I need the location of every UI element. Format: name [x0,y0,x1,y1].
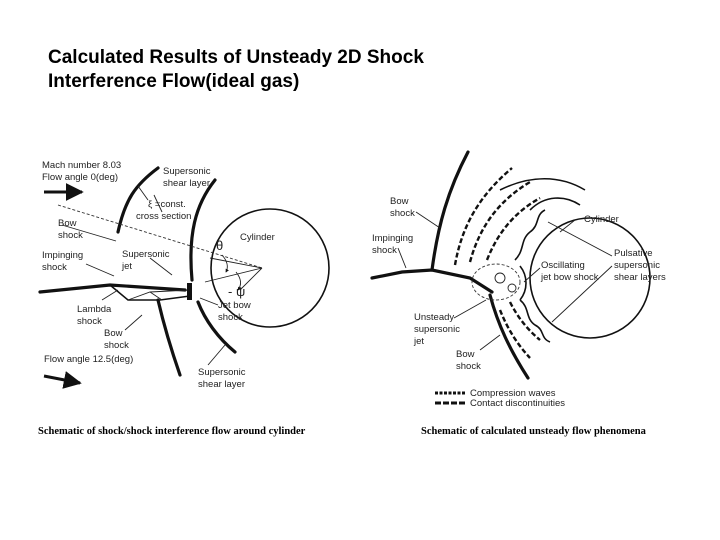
left-jetbow-leader [199,297,219,306]
left-shearbot-leader [207,344,226,366]
left-cylinder-label: Cylinder [240,232,275,243]
left-theta-arc [221,254,229,273]
left-shear-layer-bottom [196,300,237,354]
left-lambda-1: Lambda [77,304,112,315]
right-legend-contact: Contact discontinuities [470,398,565,409]
right-top-arc-2 [529,197,581,211]
right-cylinder [529,217,651,339]
right-pulsative-1: Pulsative [614,248,653,259]
right-bow-top-1: Bow [390,196,409,207]
right-unsteady-3: jet [413,336,424,347]
right-imp-1: Impinging [372,233,413,244]
left-bowbot-leader [124,314,143,331]
right-bow-bot-1: Bow [456,349,475,360]
right-compression-wave-5 [508,301,541,341]
right-impinging-shock [370,268,494,294]
left-shear-leader [137,185,149,201]
left-xi-leader [153,194,163,213]
slide-title: Calculated Results of Unsteady 2D Shock … [48,46,688,94]
right-jet-bow [519,265,527,301]
left-shear-layer-top [189,178,217,282]
right-vortex-1 [494,272,506,284]
right-caption: Schematic of calculated unsteady flow ph… [421,426,647,437]
right-compression-wave-2 [468,180,531,263]
right-jet-region [471,263,521,301]
right-compression-wave-1 [453,167,513,266]
left-flowangle0-label: Flow angle 0(deg) [42,172,118,183]
left-bow-leader [61,224,117,242]
right-bowbot-leader [479,334,501,351]
left-bow-bot-1: Bow [104,328,123,339]
left-psi-arc [235,271,242,291]
left-shock-diagram: Mach number 8.03 Flow angle 0(deg) Super… [38,160,330,390]
right-top-arc [499,177,586,191]
left-sshear-top-1: Supersonic [163,166,211,177]
left-sshear-top-2: shear layer [163,178,210,189]
right-osc-2: jet bow shock [540,272,599,283]
right-shear-wiggle-top [514,209,546,261]
left-imp-2: shock [42,262,67,273]
left-cylinder [210,208,330,328]
left-jetbow-2: shock [218,312,243,323]
right-unsteady-2: supersonic [414,324,460,335]
left-theta-label: θ [216,238,223,253]
left-bow-bot-2: shock [104,340,129,351]
left-imp-1: Impinging [42,250,83,261]
left-bow-top-2: shock [58,230,83,241]
left-lambda-leg [109,284,191,301]
left-flow-arrow-bottom [43,371,82,389]
left-lambda-2: shock [77,316,102,327]
left-lambda-leader [101,289,119,301]
right-vortex-2 [507,283,517,293]
left-xi-1: ξ =const. [148,199,186,210]
left-jet-bow [187,283,192,300]
right-shear-wiggle-bottom [519,299,551,343]
right-bow-bot-2: shock [456,361,481,372]
title-line-1: Calculated Results of Unsteady 2D Shock [48,47,424,68]
title-line-2: Interference Flow(ideal gas) [48,71,300,92]
left-imp-leader [85,263,115,277]
right-legend-compression: Compression waves [470,388,556,399]
right-osc-leader [523,267,541,283]
right-flow-diagram: Bow shock Cylinder Impinging shock Pulsa… [370,150,666,409]
right-compression-wave-3 [485,196,541,261]
left-jet-2: jet [121,261,132,272]
left-jetbow-1: Jet bow [218,300,251,311]
right-imp-leader [397,247,407,269]
left-jet-1: Supersonic [122,249,170,260]
left-xi-line [57,204,263,269]
left-sshear-bot-1: Supersonic [198,367,246,378]
right-imp-2: shock [372,245,397,256]
right-cylinder-label: Cylinder [584,214,619,225]
left-caption: Schematic of shock/shock interference fl… [38,426,306,437]
right-bow-top-2: shock [390,208,415,219]
left-psi-label: - ψ [228,284,245,299]
right-bow-shock-bottom [488,293,530,380]
right-bow-shock-top [430,150,470,272]
left-xi-2: cross section [136,211,191,222]
right-osc-1: Oscillating [541,260,585,271]
left-jet-lines [127,289,191,301]
left-sshear-bot-2: shear layer [198,379,245,390]
left-bow-top-1: Bow [58,218,77,229]
left-flowangle12-label: Flow angle 12.5(deg) [44,354,133,365]
left-bow-shock [116,166,160,234]
right-bow-leader [415,211,441,229]
left-angle-lines [204,257,263,291]
right-pulsative-leader [547,221,613,323]
right-unsteady-1: Unsteady [414,312,454,323]
left-bow-shock-lower [156,298,182,377]
left-jet-leader [149,257,173,276]
right-pulsative-2: supersonic [614,260,660,271]
right-unsteady-leader [453,299,487,319]
right-pulsative-3: shear layers [614,272,666,283]
left-mach-label: Mach number 8.03 [42,160,121,171]
